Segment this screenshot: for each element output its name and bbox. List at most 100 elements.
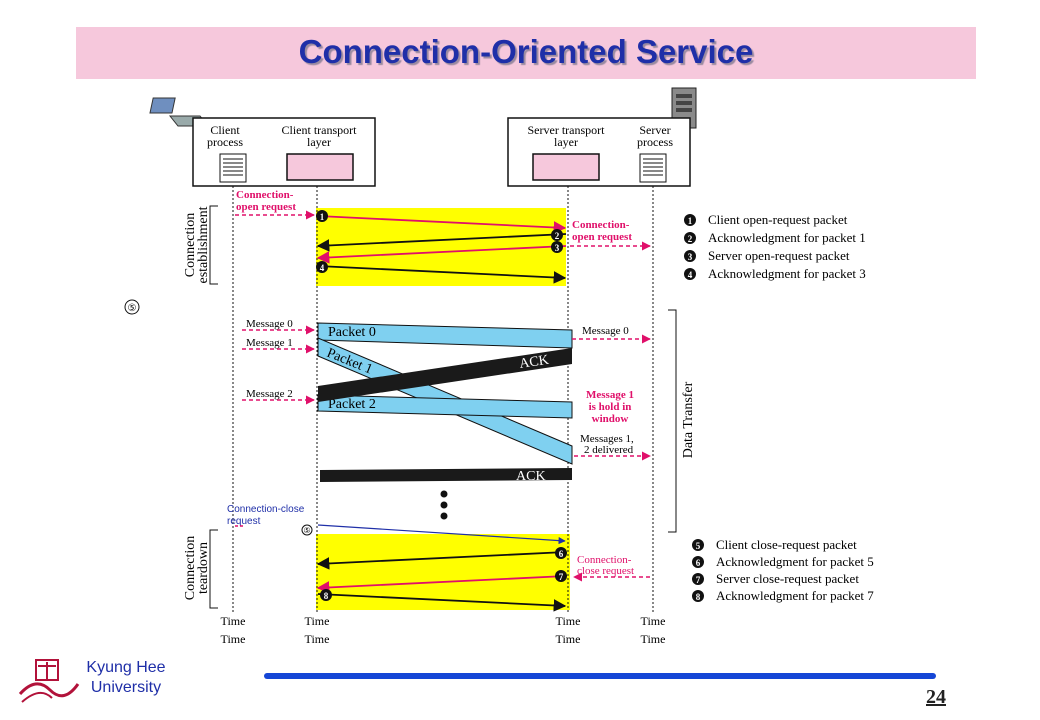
svg-text:Time: Time (641, 614, 666, 628)
svg-text:4: 4 (320, 263, 325, 273)
client-process-label: Client (210, 123, 240, 137)
page-number: 24 (926, 686, 946, 708)
svg-text:Acknowledgment for packet 3: Acknowledgment for packet 3 (708, 266, 866, 281)
establishment-label-2: establishment (196, 206, 211, 283)
step-8-badge: 8 (320, 589, 332, 601)
messages-delivered-label-2: 2 delivered (584, 444, 634, 456)
svg-text:Time: Time (221, 632, 246, 646)
packet-0-label: Packet 0 (328, 325, 376, 340)
svg-text:Time: Time (556, 614, 581, 628)
svg-text:Client close-request packet: Client close-request packet (716, 537, 857, 552)
packet-7-arrow (316, 575, 567, 594)
svg-text:⑤: ⑤ (128, 303, 137, 314)
close-request-left-label-2: request (227, 516, 261, 527)
svg-text:Time: Time (641, 632, 666, 646)
document-icon (639, 153, 667, 183)
message-1-left-label: Message 1 (246, 337, 293, 349)
svg-text:1: 1 (320, 212, 325, 222)
establishment-label: Connection (183, 213, 198, 278)
svg-text:Server open-request packet: Server open-request packet (708, 248, 850, 263)
teardown-label-2: teardown (196, 542, 211, 594)
close-request-right-label-2: close request (577, 565, 634, 577)
svg-text:4: 4 (688, 270, 693, 280)
time-labels: Time Time Time Time Time Time Time Time (221, 614, 666, 646)
step-6-badge: 6 (555, 547, 567, 559)
message-1-hold-label-2: is hold in (589, 401, 632, 413)
document-icon (219, 153, 247, 183)
university-line-2: University (90, 679, 162, 696)
step-4-badge: 4 (316, 261, 328, 273)
packet-3-arrow (316, 245, 567, 264)
svg-text:8: 8 (696, 592, 701, 602)
svg-text:Time: Time (221, 614, 246, 628)
packet-8-arrow (317, 593, 567, 612)
messages-delivered-label: Messages 1, (580, 433, 634, 445)
svg-text:7: 7 (696, 575, 701, 585)
packet-2-label: Packet 2 (328, 397, 376, 412)
step-3-badge: 3 (551, 241, 563, 253)
teardown-highlight (316, 534, 570, 610)
establishment-highlight (316, 208, 566, 286)
university-name: Kyung Hee University (66, 658, 186, 698)
legend-bottom: 5 Client close-request packet 6 Acknowle… (692, 537, 874, 603)
client-process-label-2: process (207, 135, 243, 149)
svg-text:2: 2 (555, 231, 560, 241)
svg-text:5: 5 (696, 541, 701, 551)
message-0-right-label: Message 0 (582, 325, 629, 337)
packet-1-arrow (317, 215, 567, 234)
svg-text:⑤: ⑤ (303, 526, 310, 535)
message-2-left-label: Message 2 (246, 388, 293, 400)
client-transport-label-2: layer (307, 135, 331, 149)
message-1-hold-label-3: window (592, 413, 629, 425)
open-request-right-label: Connection- (572, 219, 630, 231)
step-1-badge: 1 (316, 210, 328, 222)
svg-text:Acknowledgment for packet 1: Acknowledgment for packet 1 (708, 230, 866, 245)
svg-text:2: 2 (688, 234, 693, 244)
client-transport-label: Client transport (282, 123, 358, 137)
close-request-left-label: Connection-close (227, 504, 305, 515)
open-request-left-label-2: open request (236, 201, 296, 213)
teardown-label: Connection (183, 536, 198, 601)
open-request-right-label-2: open request (572, 231, 632, 243)
svg-text:6: 6 (559, 549, 564, 559)
continuation-dots (440, 490, 448, 520)
svg-text:Acknowledgment for packet 5: Acknowledgment for packet 5 (716, 554, 874, 569)
ack-1-label: ACK (518, 353, 549, 372)
step-2-badge: 2 (551, 229, 563, 241)
svg-text:Time: Time (305, 632, 330, 646)
svg-text:Acknowledgment for packet 7: Acknowledgment for packet 7 (716, 588, 874, 603)
data-transfer-bracket (668, 309, 677, 533)
legend-top: 1 Client open-request packet 2 Acknowled… (684, 212, 866, 281)
teardown-bracket (209, 529, 218, 609)
packet-4-arrow (317, 265, 567, 284)
footer-rule (264, 673, 936, 679)
packet-1-label: Packet 1 (325, 346, 375, 378)
svg-text:Client open-request packet: Client open-request packet (708, 212, 848, 227)
university-logo (18, 659, 80, 703)
ack-1-band (318, 348, 572, 402)
ack-2-band (320, 468, 572, 482)
client-buffer (286, 153, 354, 181)
data-transfer-label: Data Transfer (681, 381, 696, 458)
open-request-left-label: Connection- (236, 189, 294, 201)
svg-text:1: 1 (688, 216, 693, 226)
svg-text:Time: Time (556, 632, 581, 646)
message-1-hold-label: Message 1 (586, 389, 634, 401)
svg-text:6: 6 (696, 558, 701, 568)
university-line-1: Kyung Hee (86, 659, 166, 676)
svg-text:Time: Time (305, 614, 330, 628)
server-process-label: Server (639, 123, 670, 137)
packet-6-arrow (316, 551, 567, 570)
svg-text:8: 8 (324, 591, 329, 601)
title-band: Connection-Oriented Service (76, 27, 976, 79)
server-transport-label-2: layer (554, 135, 578, 149)
small-marker: ⑤ (301, 524, 313, 536)
svg-text:3: 3 (555, 243, 560, 253)
server-transport-label: Server transport (528, 123, 606, 137)
packet-5-arrow (317, 524, 566, 545)
svg-text:Server close-request packet: Server close-request packet (716, 571, 859, 586)
ack-2-label: ACK (516, 469, 546, 484)
side-marker: ⑤ (124, 299, 140, 315)
server-buffer (532, 153, 600, 181)
packet-2-arrow (316, 233, 567, 252)
